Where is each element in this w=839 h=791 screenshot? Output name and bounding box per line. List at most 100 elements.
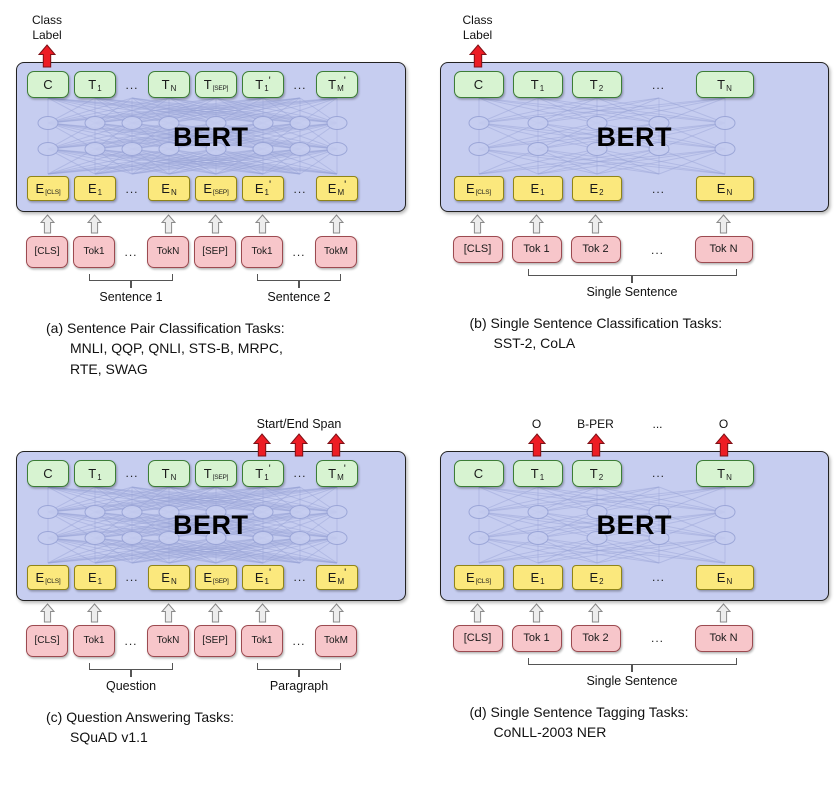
ellipsis: ... [293, 570, 307, 585]
output-box: C [453, 459, 504, 487]
token-box: Tok N [694, 236, 753, 263]
bracket-stem [130, 281, 132, 288]
up-arrow-icon [716, 214, 731, 234]
input-arrow-row [16, 602, 406, 624]
token-box: Tok 2 [570, 236, 621, 263]
bracket-stem [298, 669, 300, 677]
token-box: Tok 1 [511, 236, 562, 263]
transformer-network-decoration [37, 97, 348, 175]
up-arrow-icon [328, 214, 344, 234]
bert-title: BERT [596, 510, 672, 541]
ellipsis: ... [650, 242, 664, 257]
embedding-box: E[CLS] [453, 176, 504, 201]
group-label: Sentence 2 [267, 290, 331, 304]
up-arrow-icon [207, 214, 223, 234]
ellipsis: ... [125, 77, 139, 92]
group-label: Sentence 1 [99, 290, 163, 304]
group-bracket: Single Sentence [512, 657, 753, 688]
token-box: Tok 1 [511, 624, 562, 652]
up-arrow-icon [86, 214, 102, 234]
input-arrow-row [16, 213, 406, 235]
caption-line: SST-2, CoLA [493, 335, 576, 352]
group-bracket: Single Sentence [512, 269, 753, 299]
transformer-network-decoration [468, 486, 735, 564]
up-arrow-icon [470, 214, 485, 234]
up-arrow-icon [160, 603, 176, 623]
up-arrow-icon [588, 214, 603, 234]
caption: (d) Single Sentence Tagging Tasks:CoNLL-… [470, 702, 830, 743]
embedding-box: E[SEP] [195, 176, 237, 201]
ellipsis: ... [125, 181, 139, 196]
bracket-stem [298, 281, 300, 288]
top-labels: Start/End Span [16, 399, 406, 457]
bracket-stem [631, 276, 633, 283]
caption-line: (b) Single Sentence Classification Tasks… [469, 315, 723, 331]
group-row: Single Sentence [440, 657, 830, 688]
input-arrow-row [440, 602, 830, 624]
token-box: [CLS] [26, 624, 68, 657]
bracket-line [89, 274, 173, 281]
bracket-line [527, 269, 737, 276]
ellipsis: ... [292, 245, 306, 259]
up-arrow-icon [470, 603, 485, 623]
bert-title: BERT [173, 121, 249, 152]
ellipsis: ... [651, 77, 665, 92]
red-arrow-icon [253, 433, 271, 457]
red-arrow-icon [327, 433, 345, 457]
ellipsis: ... [651, 466, 665, 481]
group-row: Single Sentence [440, 269, 830, 299]
output-box: T[SEP] [195, 459, 237, 487]
transformer-network-decoration [37, 486, 348, 564]
token-box: [CLS] [452, 624, 503, 652]
ellipsis: ... [651, 181, 665, 196]
ellipsis: ... [124, 245, 138, 259]
up-arrow-icon [529, 214, 544, 234]
up-arrow-icon [254, 214, 270, 234]
up-arrow-icon [39, 603, 55, 623]
group-label: Paragraph [269, 678, 329, 693]
input-arrow-row [440, 213, 830, 235]
red-arrow-icon [38, 44, 56, 68]
group-bracket: Paragraph [241, 662, 357, 693]
top-annotation: B-PER [577, 416, 614, 431]
token-box: [CLS] [452, 236, 503, 263]
output-box: T[SEP] [195, 71, 237, 98]
group-bracket: Sentence 1 [73, 274, 189, 304]
caption-line: MNLI, QQP, QNLI, STS-B, MRPC, [70, 340, 283, 357]
group-label: Question [105, 678, 157, 693]
up-arrow-icon [529, 603, 544, 623]
ellipsis: ... [125, 570, 139, 585]
token-box: [CLS] [26, 236, 68, 268]
